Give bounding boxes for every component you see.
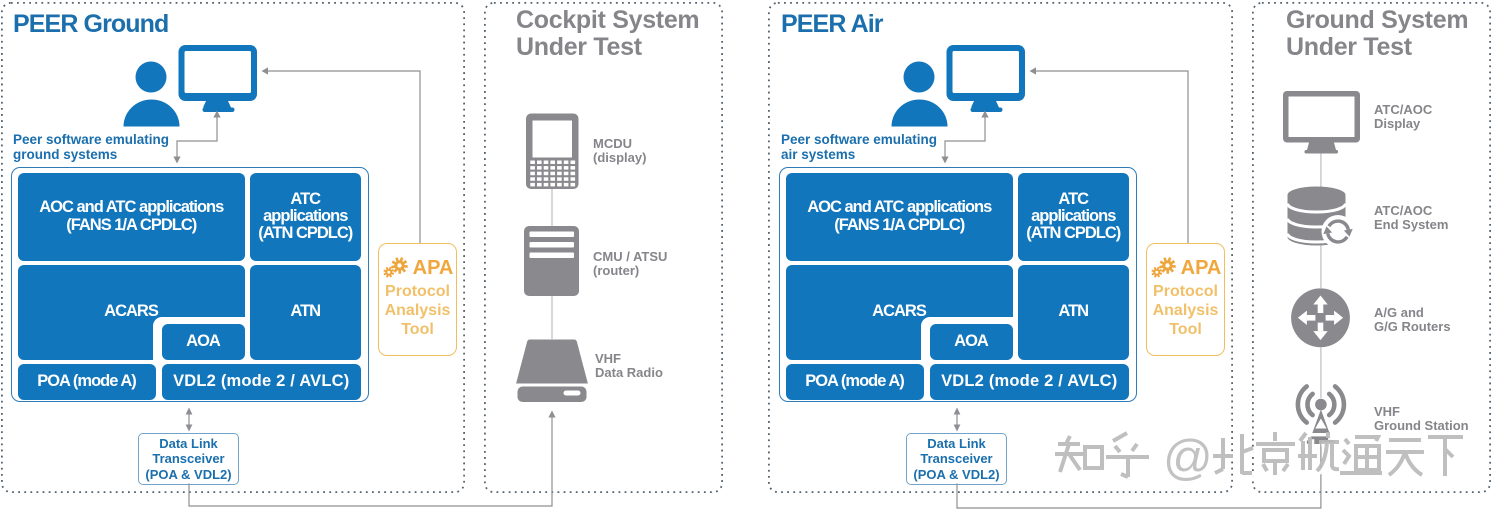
svg-text:@: @ bbox=[1163, 431, 1213, 485]
